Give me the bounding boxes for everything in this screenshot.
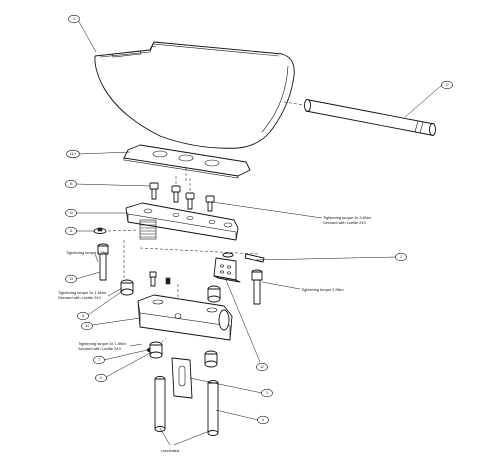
note-torque-2x-1-8-line1: Tightening torque 2x 1.8Nm [58,290,106,295]
callout-bubbles: 1 17 16.1 8 10 11 13 2 [65,14,453,425]
top-cover-part [94,41,295,149]
callout-10-label: 10 [69,211,73,215]
callout-14-label: 14 [85,324,89,328]
callout-2: 2 [395,252,407,262]
upper-block-part [125,202,239,241]
callout-17-label: 17 [445,83,449,87]
upper-screws-part [149,176,215,212]
callout-16-1: 16.1 [66,149,80,159]
shaft-part [283,99,436,136]
flat-plate-part [123,144,251,182]
note-torque-3-6-line2: Secured with Loctite 243 [323,220,366,225]
note-torque-2x-1-8-line2: Secured with Loctite 243 [58,295,101,300]
note-torque-2-5-right: Tightening torque 2.5Nm [301,287,344,292]
left-pin-part [93,227,139,234]
mid-screws-part [120,271,221,306]
callout-1-label: 1 [73,17,75,21]
annotation-notes: Tightening torque 4x 3.6Nm Secured with … [58,215,371,453]
note-torque-1-8-line2: Secured with Loctite 243 [78,346,121,351]
callout-8-top: 8 [65,179,77,189]
note-torque-1-8-line1: Tightening torque 4x 1.8Nm [78,341,126,346]
callout-5-label: 5 [100,376,102,380]
note-torque-3-6-line1: Tightening torque 4x 3.6Nm [323,215,371,220]
callout-16-1-label: 16.1 [70,152,76,156]
lower-block-part [137,294,233,341]
callout-11: 11 [65,226,77,236]
callout-2-label: 2 [400,255,402,259]
slotted-plate-part [171,357,193,399]
callout-7: 7 [93,355,105,365]
callout-5: 5 [95,373,107,383]
callout-12-label: 12 [260,365,264,369]
callout-13: 13 [65,274,77,284]
callout-8-mid-label: 8 [82,314,84,318]
callout-1: 1 [68,14,80,24]
callout-8-top-label: 8 [70,182,72,186]
callout-10: 10 [65,208,77,218]
callout-3: 3 [261,388,273,398]
note-torque-2-5-left: Tightening torque 2.5Nm [66,250,109,255]
callout-8-mid: 8 [77,311,89,321]
right-long-screw-part [251,269,263,305]
callout-6-label: 6 [262,418,264,422]
leader-lines [75,19,443,446]
callout-6: 6 [257,415,269,425]
small-pin-part [139,247,265,263]
callout-13-label: 13 [69,277,73,281]
left-long-screw-part [97,240,125,281]
callout-12: 12 [256,362,268,372]
callout-3-label: 3 [266,391,268,395]
callout-11-label: 11 [69,229,73,233]
callout-7-label: 7 [98,358,100,362]
bracket-part [213,257,241,283]
callout-17: 17 [441,80,453,90]
note-lubricated: Lubricated [161,448,179,453]
bushings-part [149,341,218,368]
callout-14: 14 [81,321,93,331]
